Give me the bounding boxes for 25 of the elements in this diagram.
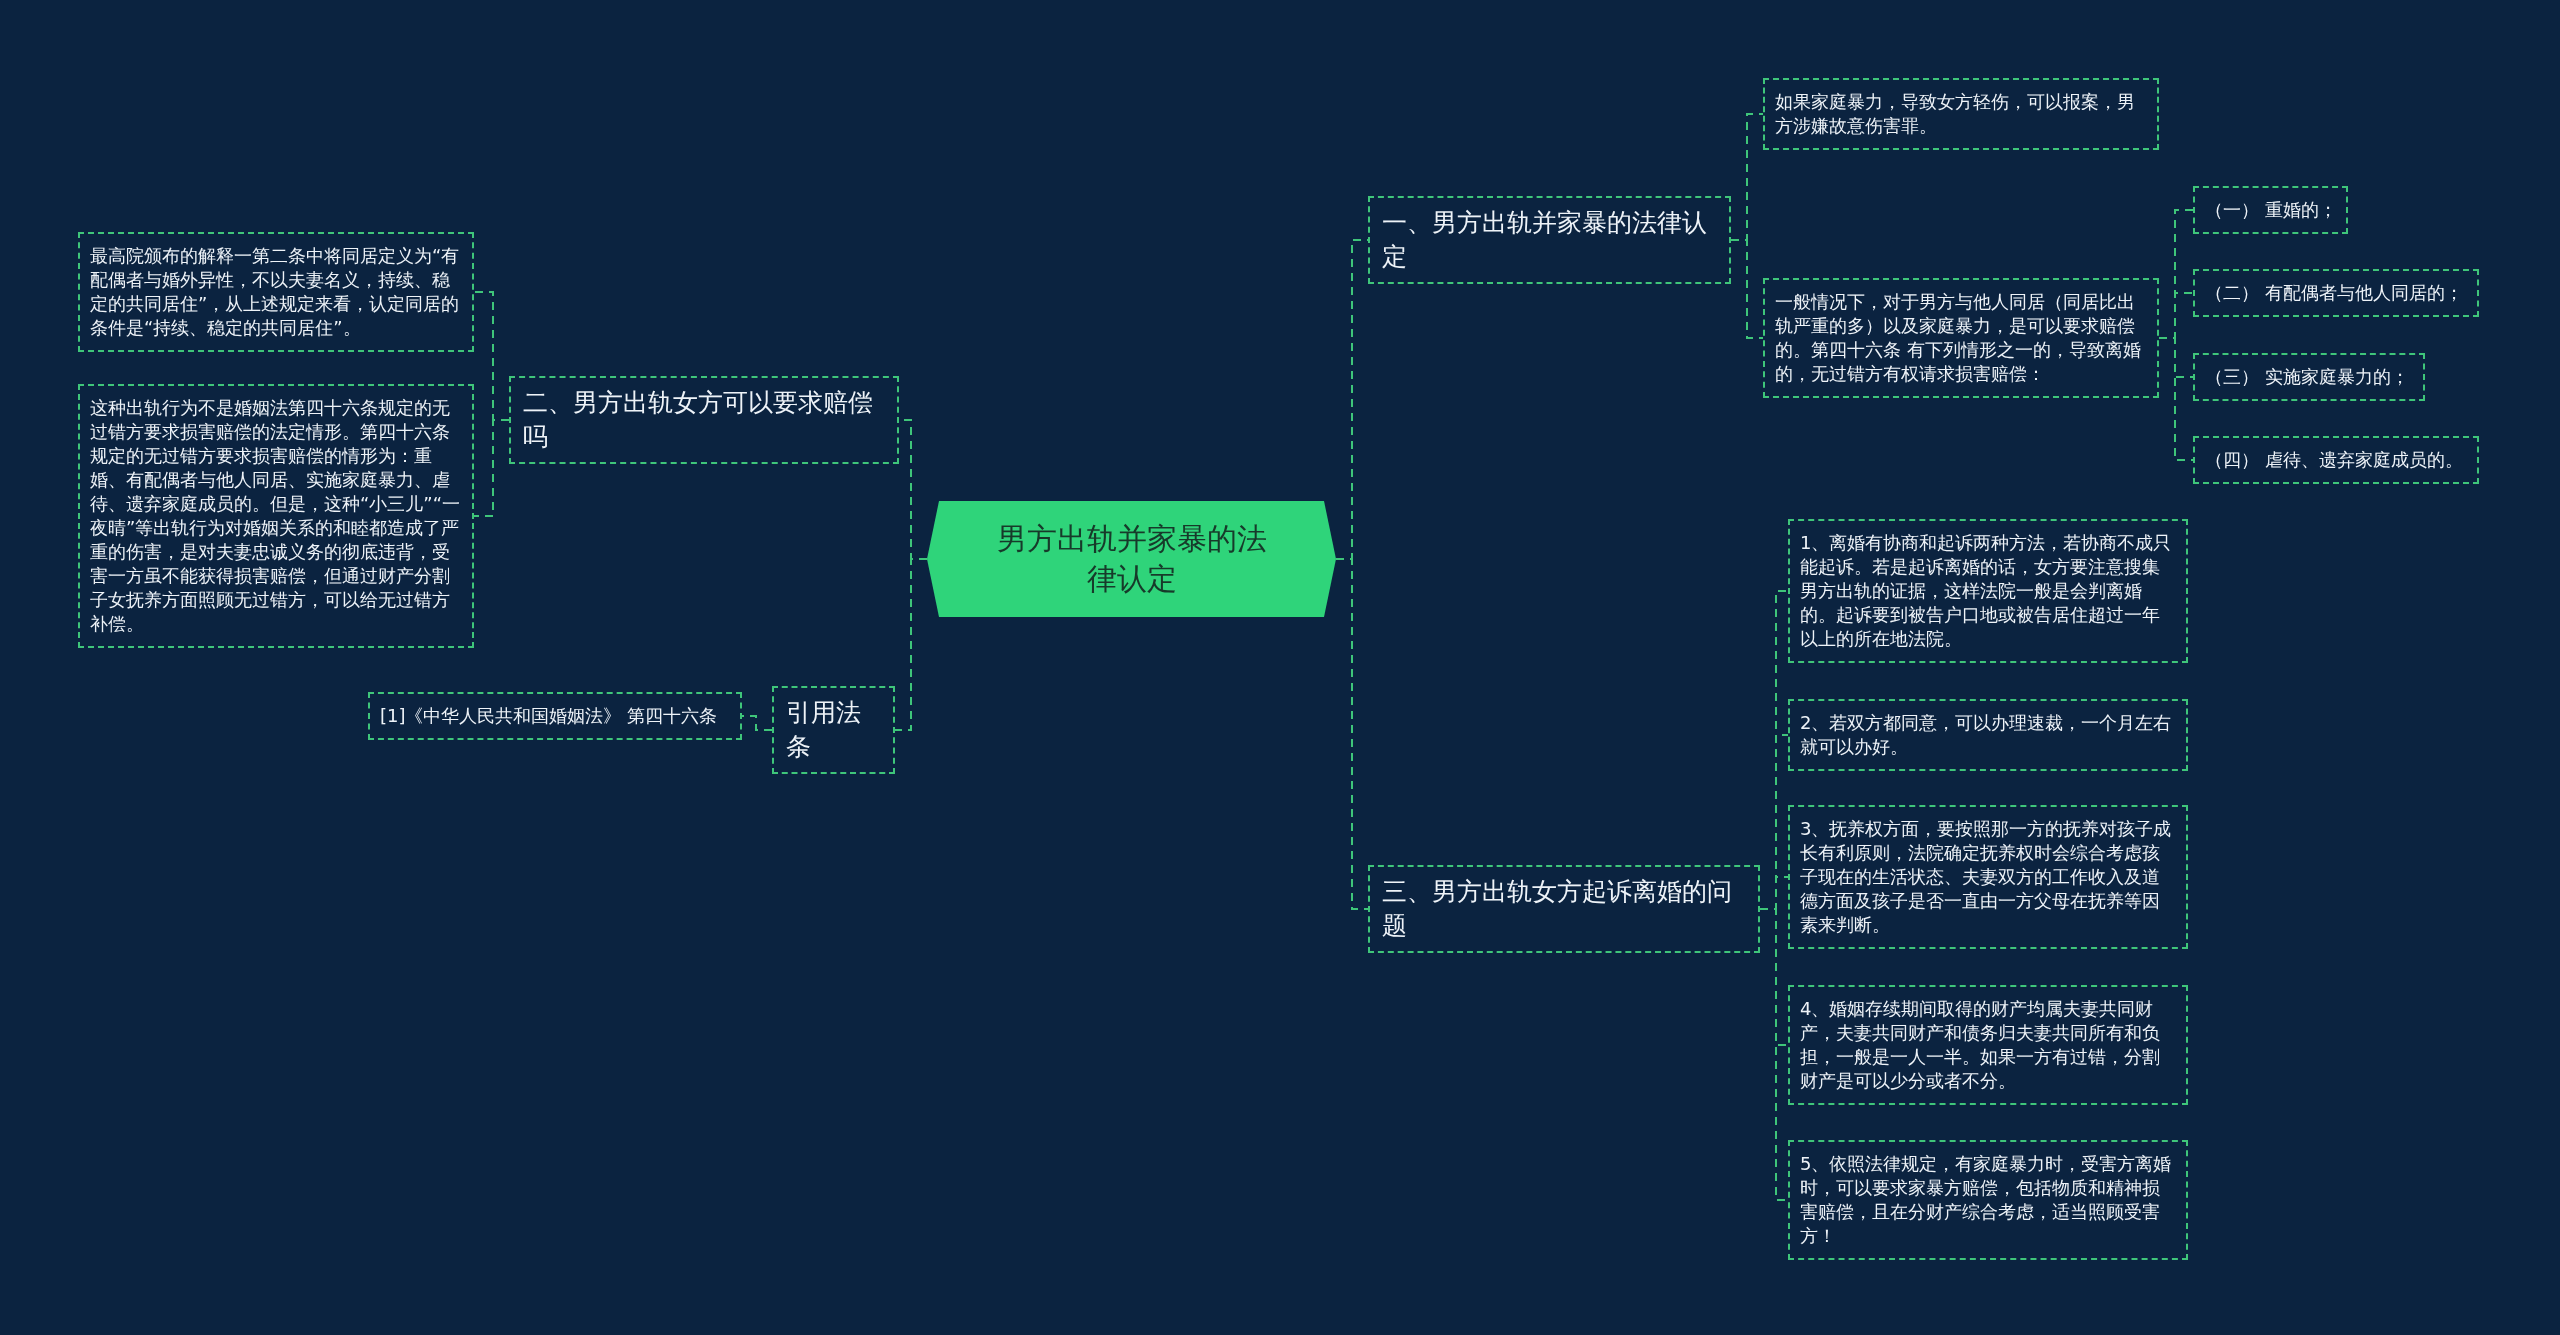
topic-box: 二、男方出轨女方可以要求赔偿吗 (509, 376, 899, 464)
connector-line (741, 715, 773, 731)
connector-line (473, 419, 510, 517)
note-box: 5、依照法律规定，有家庭暴力时，受害方离婚时，可以要求家暴方赔偿，包括物质和精神损害赔偿，且在分财产综合考虑，适当照顾受害方！ (1788, 1140, 2188, 1260)
topic-box: 引用法条 (772, 686, 895, 774)
topic-box: 三、男方出轨女方起诉离婚的问题 (1368, 865, 1760, 953)
note-box: 一般情况下，对于男方与他人同居（同居比出轨严重的多）以及家庭暴力，是可以要求赔偿的。第四十六条 有下列情形之一的，导致离婚的，无过错方有权请求损害赔偿： (1763, 278, 2159, 398)
note-box: （二） 有配偶者与他人同居的； (2193, 269, 2479, 317)
note-box: 最高院颁布的解释一第二条中将同居定义为“有配偶者与婚外异性，不以夫妻名义，持续、稳定的共同居住”，从上述规定来看，认定同居的条件是“持续、稳定的共同居住”。 (78, 232, 474, 352)
note-box: 如果家庭暴力，导致女方轻伤，可以报案，男方涉嫌故意伤害罪。 (1763, 78, 2159, 150)
note-box: （一） 重婚的； (2193, 186, 2348, 234)
central-topic-hexagon (927, 501, 1336, 617)
note-box: （三） 实施家庭暴力的； (2193, 353, 2425, 401)
note-box: 3、抚养权方面，要按照那一方的抚养对孩子成长有利原则，法院确定抚养权时会综合考虑孩子现在的生活状态、夫妻双方的工作收入及道德方面及孩子是否一直由一方父母在抚养等因素来判断。 (1788, 805, 2188, 949)
connector-line (1730, 239, 1764, 339)
topic-box: 一、男方出轨并家暴的法律认定 (1368, 196, 1731, 284)
note-box: 4、婚姻存续期间取得的财产均属夫妻共同财产，夫妻共同财产和债务归夫妻共同所有和负担，一般是一人一半。如果一方有过错，分割财产是可以少分或者不分。 (1788, 985, 2188, 1105)
connector-line (894, 558, 928, 731)
note-box: 1、离婚有协商和起诉两种方法，若协商不成只能起诉。若是起诉离婚的话，女方要注意搜集男方出轨的证据，这样法院一般是会判离婚的。起诉要到被告户口地或被告居住超过一年以上的所在地法院。 (1788, 519, 2188, 663)
note-box: 2、若双方都同意，可以办理速裁，一个月左右就可以办好。 (1788, 699, 2188, 771)
topic-text: 男方出轨并家暴的法律认定 (995, 520, 1268, 598)
connector-line (2158, 337, 2194, 461)
note-box: [1]《中华人民共和国婚姻法》 第四十六条 (368, 692, 742, 740)
note-box: （四） 虐待、遗弃家庭成员的。 (2193, 436, 2479, 484)
note-box: 这种出轨行为不是婚姻法第四十六条规定的无过错方要求损害赔偿的法定情形。第四十六条规定的无过错方要求损害赔偿的情形为：重婚、有配偶者与他人同居、实施家庭暴力、虐待、遗弃家庭成员的。但是，这种“小三儿”“一夜晴”等出轨行为对婚姻关系的和睦都造成了严重的伤害，是对夫妻忠诚义务的彻底违背，受害一方虽不能获得损害赔偿，但通过财产分割子女抚养方面照顾无过错方，可以给无过错方补偿。 (78, 384, 474, 648)
